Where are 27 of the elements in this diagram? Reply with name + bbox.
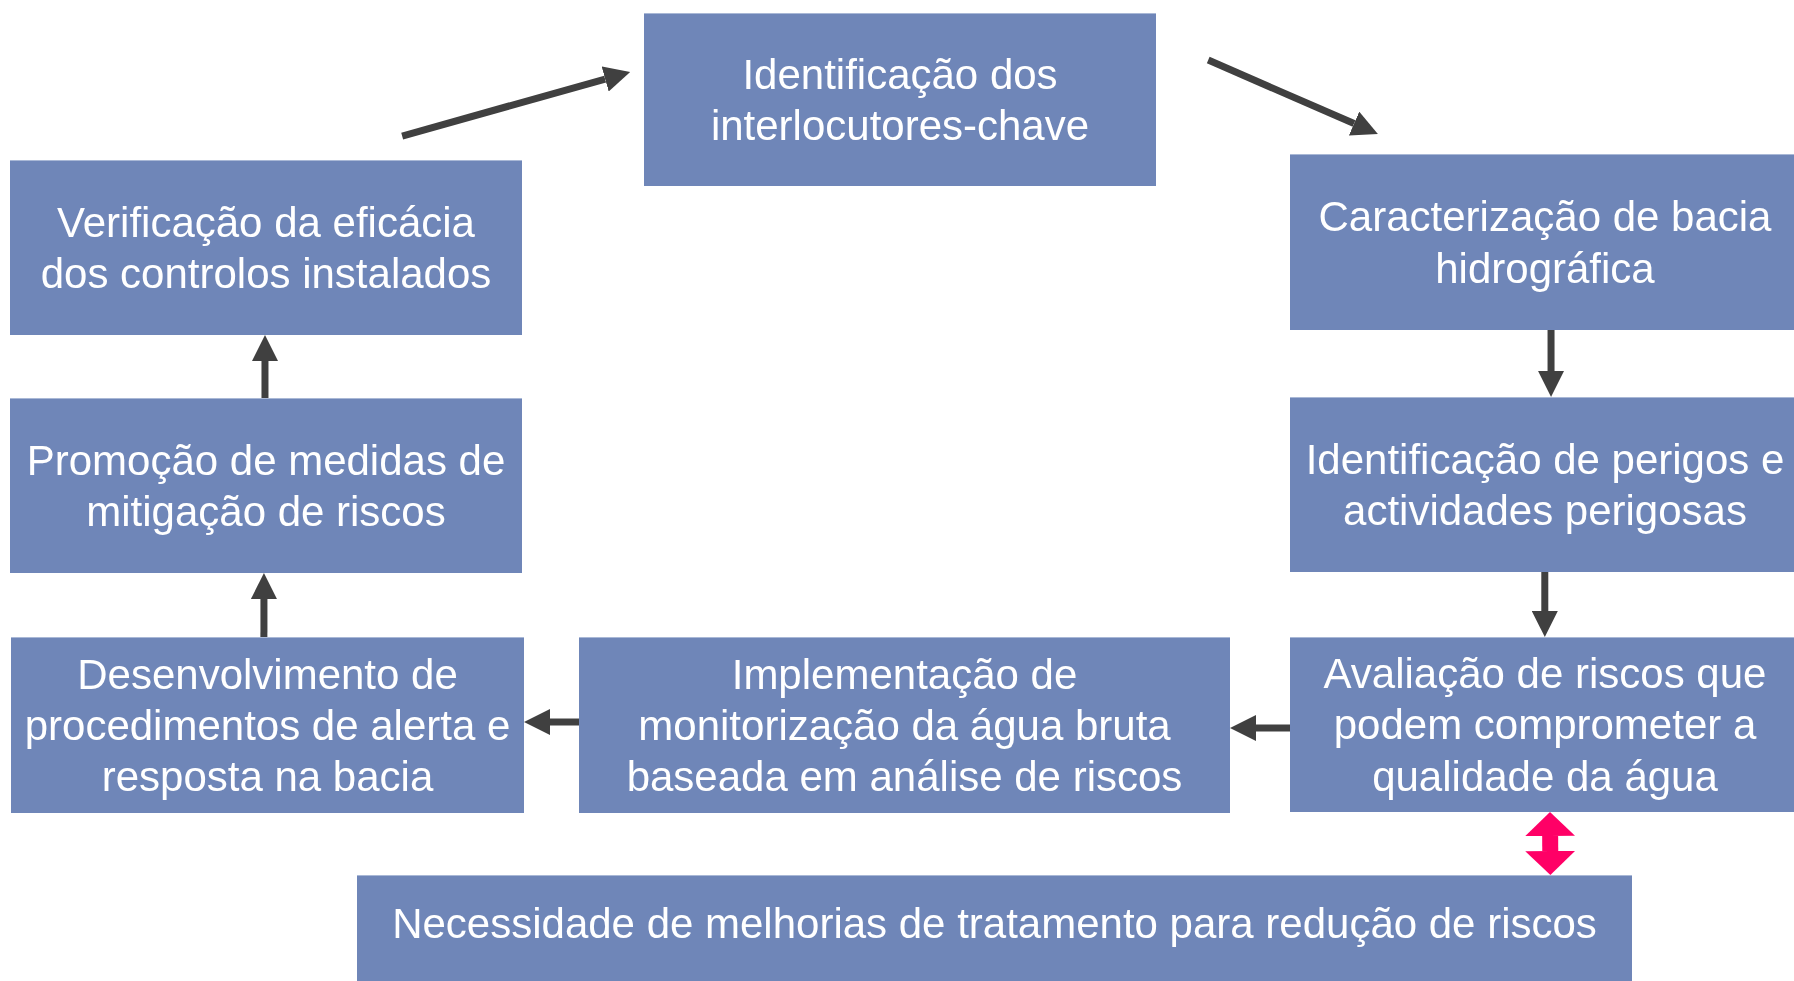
process-box (1290, 637, 1794, 812)
double-arrow (1525, 812, 1576, 875)
box-text: Verificação da eficácia dos controlos instalados (39, 197, 493, 299)
arrow (524, 709, 579, 735)
process-box (644, 13, 1156, 186)
box-text: Identificação dos interlocutores-chave (709, 49, 1091, 151)
arrow (1206, 56, 1378, 136)
process-box (1290, 397, 1794, 572)
box-text: Necessidade de melhorias de tratamento para redução de riscos (392, 899, 1597, 949)
arrow (1538, 330, 1565, 397)
process-box (10, 160, 522, 335)
process-box (11, 637, 524, 813)
box-text: Avaliação de riscos que podem comprometer a qualidade da água (1322, 649, 1768, 802)
box-text: Identificação de perigos e actividades perigosas (1304, 434, 1786, 536)
arrow (1230, 715, 1290, 741)
process-box (357, 875, 1632, 981)
arrow (252, 335, 278, 398)
process-box (579, 637, 1230, 813)
box-text: Caracterização de bacia hidrográfica (1317, 192, 1773, 294)
box-text: Promoção de medidas de mitigação de riscos (25, 435, 507, 537)
box-text: Desenvolvimento de procedimentos de alerta e resposta na bacia (23, 649, 512, 803)
arrow (250, 573, 277, 637)
process-box (1290, 154, 1794, 330)
arrow (401, 66, 631, 140)
box-text: Implementação de monitorização da água bruta baseada em análise de riscos (625, 649, 1184, 803)
arrow (1531, 572, 1558, 637)
process-box (10, 398, 522, 573)
